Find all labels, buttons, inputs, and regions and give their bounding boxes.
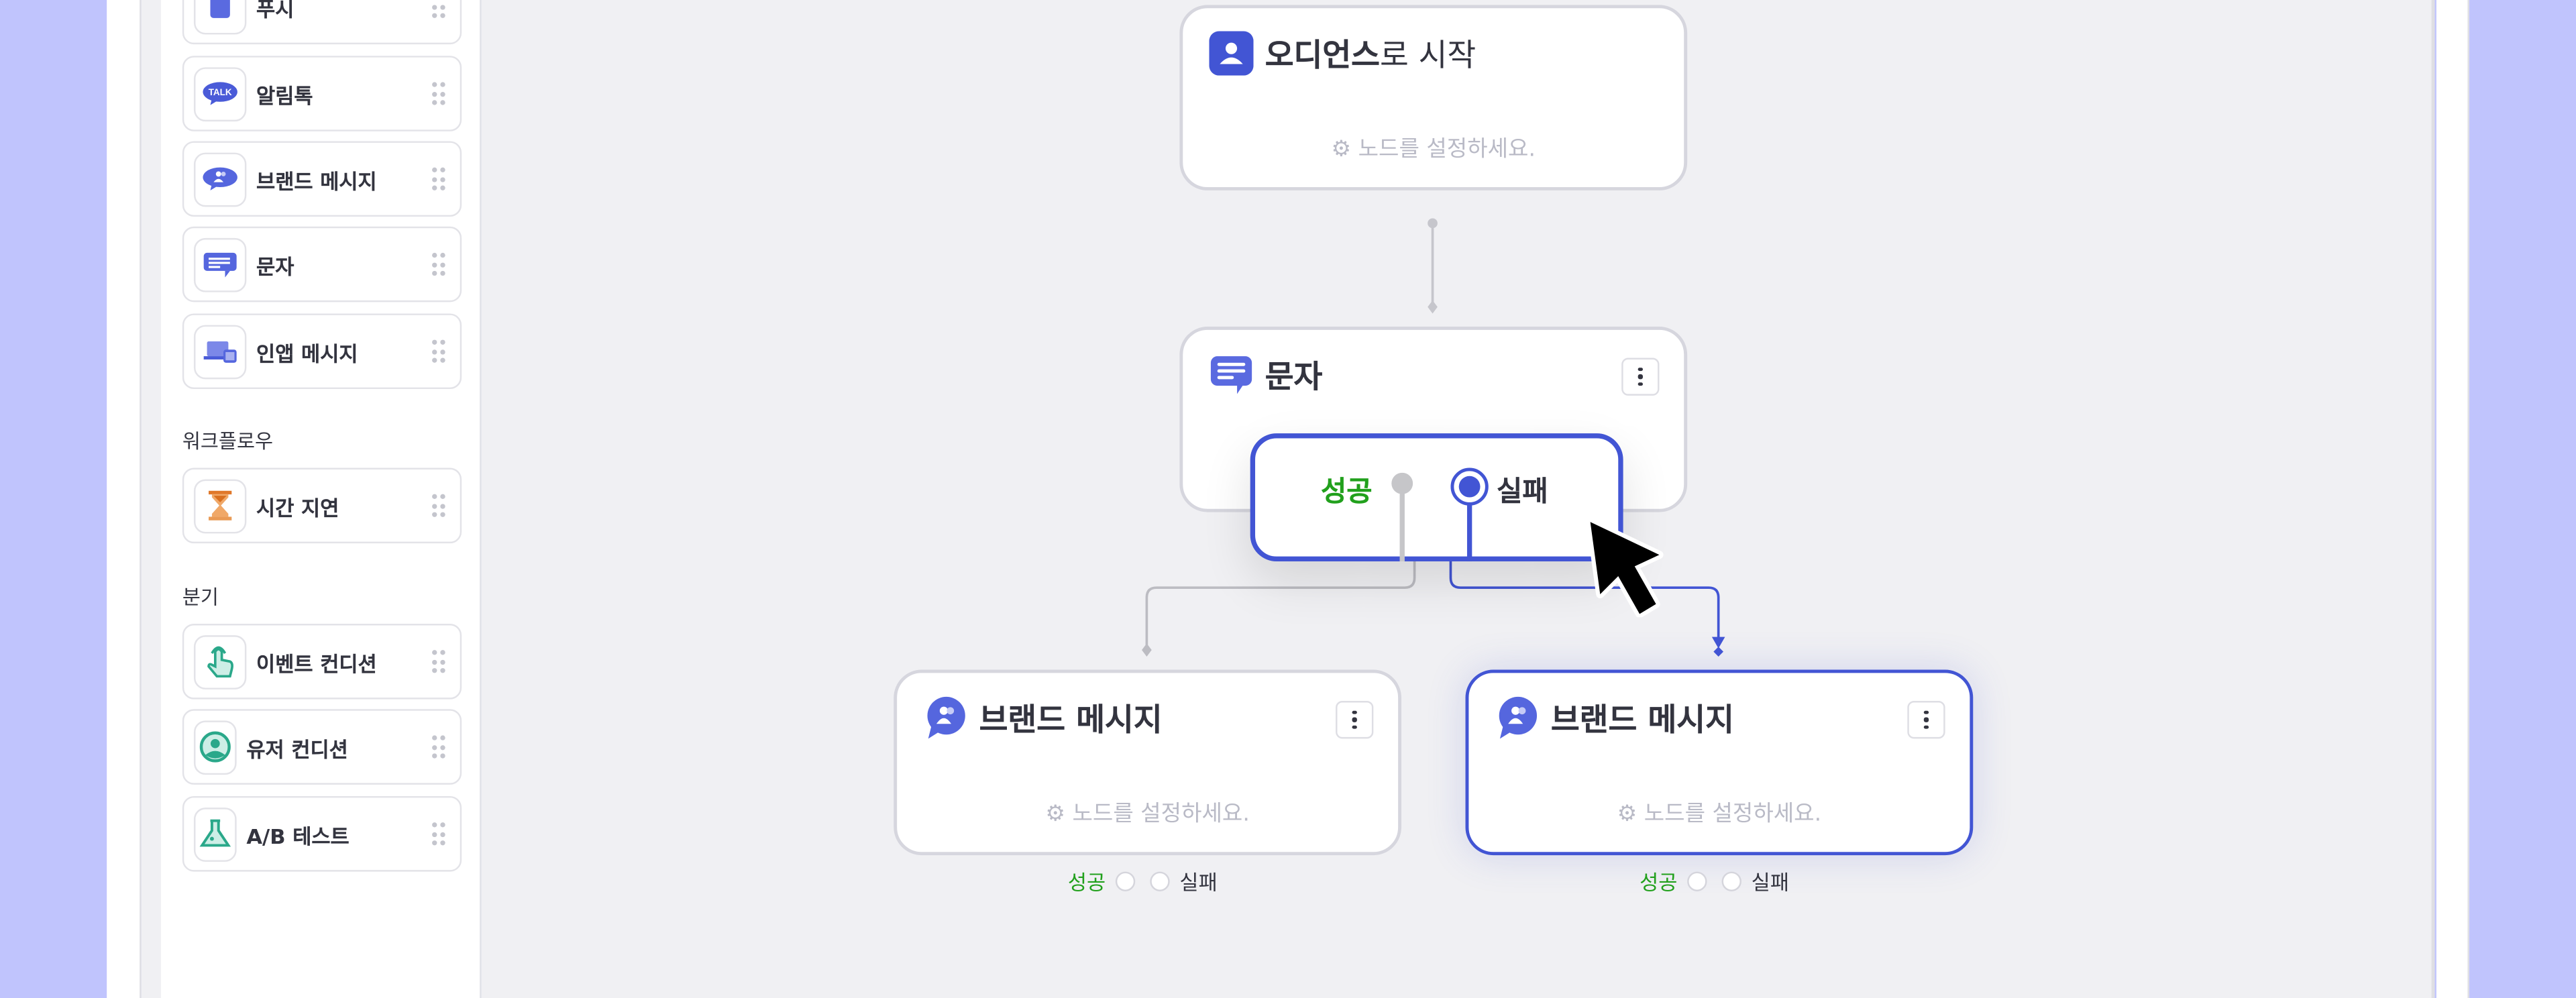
palette-item-user-condition[interactable]: 유저 컨디션 (182, 709, 462, 785)
gear-icon: ⚙ (1045, 801, 1065, 828)
connector-success-branch (1142, 561, 1416, 657)
palette-item-alimtalk[interactable]: TALK 알림톡 (182, 56, 462, 131)
failure-port-handle[interactable] (1721, 871, 1741, 891)
section-title-branch: 분기 (182, 586, 219, 609)
drag-handle-icon[interactable] (432, 650, 445, 675)
palette-item-event-condition[interactable]: 이벤트 컨디션 (182, 624, 462, 700)
sms-icon (193, 237, 247, 292)
palette-item-label: 이벤트 컨디션 (256, 651, 377, 676)
success-port-label: 성공 (1640, 870, 1678, 895)
palette-item-label: 푸시 (256, 0, 294, 21)
outer-panel-right (2436, 0, 2469, 998)
drag-handle-icon[interactable] (432, 252, 445, 278)
outer-panel-left (107, 0, 142, 998)
panel-gutter (141, 0, 162, 998)
drag-handle-icon[interactable] (432, 0, 445, 19)
node-title: 브랜드 메시지 (923, 696, 1163, 740)
failure-port-handle[interactable] (1450, 467, 1489, 506)
tap-hand-icon (193, 634, 247, 689)
failure-port-label: 실패 (1179, 870, 1218, 895)
hint-text: 노드를 설정하세요. (1358, 136, 1536, 163)
gear-icon: ⚙ (1331, 136, 1352, 163)
palette-item-label: 유저 컨디션 (246, 736, 348, 761)
more-options-button[interactable] (1907, 701, 1945, 739)
success-port-label: 성공 (1320, 476, 1373, 509)
node-title: 문자 (1209, 353, 1322, 397)
hint-text: 노드를 설정하세요. (1644, 801, 1822, 828)
port-selector-popup: 성공 실패 (1250, 433, 1623, 562)
palette-item-brand-message[interactable]: 브랜드 메시지 (182, 141, 462, 217)
palette-item-time-delay[interactable]: 시간 지연 (182, 467, 462, 544)
palette-item-ab-test[interactable]: A/B 테스트 (182, 795, 462, 872)
node-output-ports: 성공 실패 (1068, 865, 1218, 897)
node-palette-sidebar: 푸시 TALK 알림톡 브랜드 메시지 문자 인앱 메시지 워크플로우 시간 지… (161, 0, 482, 998)
palette-item-label: 알림톡 (256, 82, 313, 108)
connector-failure-branch (1449, 561, 1725, 657)
failure-port-line (1466, 504, 1472, 562)
palette-item-label: 브랜드 메시지 (256, 168, 377, 193)
palette-item-label: 시간 지연 (256, 494, 339, 520)
drag-handle-icon[interactable] (432, 494, 445, 519)
node-setup-hint[interactable]: ⚙ 노드를 설정하세요. (1183, 129, 1684, 162)
drag-handle-icon[interactable] (432, 822, 445, 847)
drag-handle-icon[interactable] (432, 735, 445, 760)
push-icon (193, 0, 247, 34)
failure-port-handle[interactable] (1150, 871, 1170, 891)
sms-icon (1210, 356, 1252, 394)
brand-message-icon (1499, 696, 1538, 739)
node-title-rest: 로 시작 (1379, 38, 1477, 74)
node-output-ports: 성공 실패 (1640, 865, 1789, 897)
svg-text:TALK: TALK (209, 87, 232, 97)
section-title-workflow: 워크플로우 (182, 430, 274, 453)
more-options-button[interactable] (1336, 701, 1374, 739)
palette-item-sms[interactable]: 문자 (182, 226, 462, 302)
brand-message-node-selected[interactable]: 브랜드 메시지 ⚙ 노드를 설정하세요. (1465, 669, 1974, 856)
success-port-handle[interactable] (1391, 472, 1413, 494)
drag-handle-icon[interactable] (432, 82, 445, 107)
palette-item-push[interactable]: 푸시 (182, 0, 462, 45)
node-title-bold: 오디언스 (1265, 38, 1380, 74)
drag-handle-icon[interactable] (432, 339, 445, 365)
brand-message-icon (927, 696, 965, 739)
palette-item-label: 문자 (256, 254, 294, 278)
mouse-cursor-icon (1586, 518, 1664, 618)
audience-user-icon (1209, 31, 1254, 76)
brand-message-node[interactable]: 브랜드 메시지 ⚙ 노드를 설정하세요. (894, 669, 1401, 856)
drag-handle-icon[interactable] (432, 167, 445, 192)
palette-item-label: 인앱 메시지 (256, 340, 358, 366)
hourglass-icon (193, 478, 247, 533)
failure-port-label: 실패 (1497, 476, 1548, 509)
in-app-message-icon (193, 324, 247, 379)
success-port-line (1399, 490, 1405, 562)
success-port-handle[interactable] (1687, 871, 1707, 891)
node-title-text: 브랜드 메시지 (1550, 702, 1734, 739)
failure-port-label: 실패 (1751, 870, 1790, 895)
hint-text: 노드를 설정하세요. (1072, 801, 1250, 828)
node-title-text: 문자 (1265, 359, 1323, 396)
palette-item-label: A/B 테스트 (246, 823, 350, 848)
node-title-text: 브랜드 메시지 (979, 702, 1163, 739)
gear-icon: ⚙ (1617, 801, 1638, 828)
kakao-talk-icon: TALK (193, 66, 247, 121)
success-port-label: 성공 (1067, 870, 1106, 895)
connector-start-to-sms (1428, 218, 1438, 314)
node-setup-hint[interactable]: ⚙ 노드를 설정하세요. (897, 795, 1398, 828)
palette-item-in-app-message[interactable]: 인앱 메시지 (182, 313, 462, 390)
success-port-handle[interactable] (1115, 871, 1136, 891)
node-setup-hint[interactable]: ⚙ 노드를 설정하세요. (1468, 795, 1970, 828)
flask-icon (193, 806, 237, 861)
brand-message-icon (193, 152, 247, 207)
node-title: 브랜드 메시지 (1495, 696, 1734, 740)
more-options-button[interactable] (1621, 357, 1660, 396)
user-circle-icon (193, 720, 237, 774)
